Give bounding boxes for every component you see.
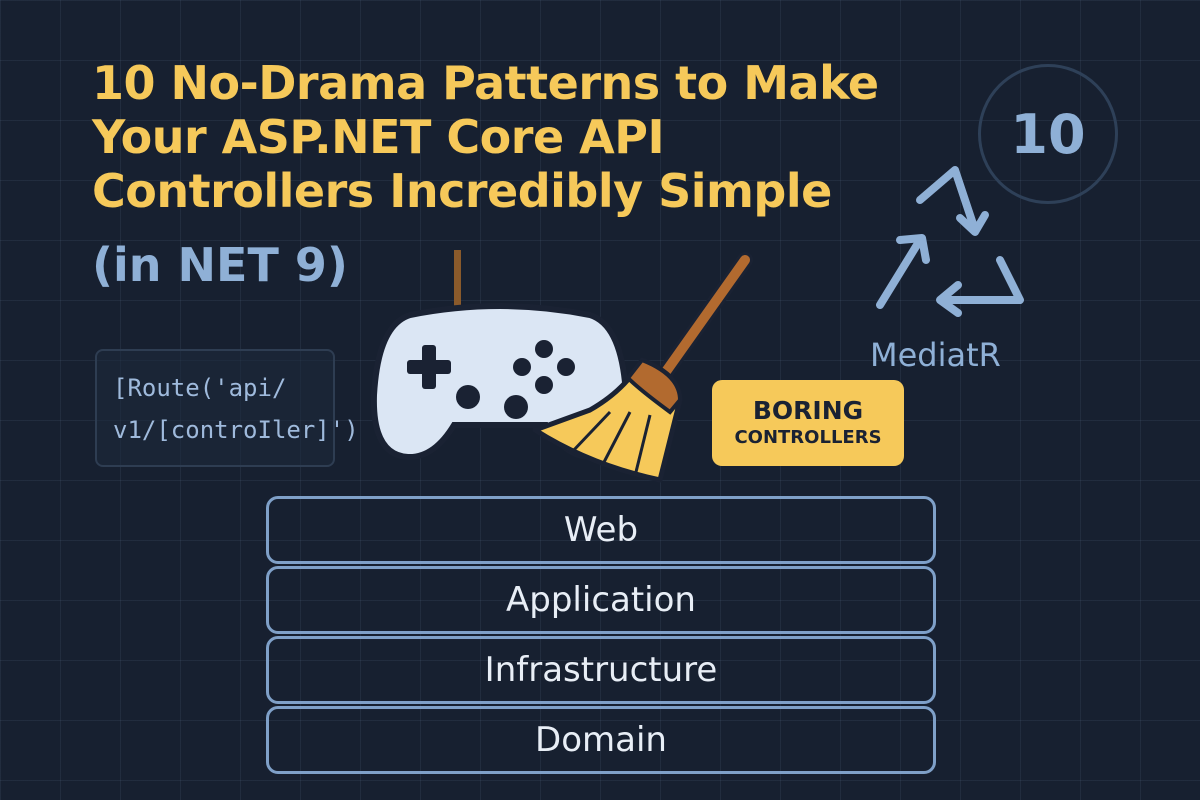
mediatr-label: MediatR	[870, 336, 1001, 374]
title-line-2: Your ASP.NET Core API	[92, 110, 665, 164]
cycle-arrows-icon	[876, 166, 1024, 317]
broom-icon	[532, 252, 753, 483]
number-badge: 10	[978, 64, 1118, 204]
route-line-2: v1/[controIler]')	[113, 416, 359, 444]
architecture-layers: Web Application Infrastructure Domain	[266, 496, 936, 776]
boring-controllers-badge: BORING CONTROLLERS	[712, 380, 904, 466]
number-badge-value: 10	[1010, 102, 1086, 166]
boring-badge-line-2: CONTROLLERS	[734, 427, 882, 448]
layer-infrastructure: Infrastructure	[266, 636, 936, 704]
title-line-1: 10 No-Drama Patterns to Make	[92, 56, 879, 110]
title-line-3: Controllers Incredibly Simple	[92, 164, 832, 218]
page-subtitle: (in NET 9)	[92, 238, 348, 292]
layer-domain: Domain	[266, 706, 936, 774]
layer-application: Application	[266, 566, 936, 634]
route-attribute-card: [Route('api/ v1/[controIler]')	[95, 349, 359, 467]
page-title: 10 No-Drama Patterns to Make Your ASP.NE…	[92, 56, 972, 218]
boring-badge-line-1: BORING	[752, 396, 864, 425]
layer-web: Web	[266, 496, 936, 564]
route-line-1: [Route('api/	[113, 374, 287, 402]
